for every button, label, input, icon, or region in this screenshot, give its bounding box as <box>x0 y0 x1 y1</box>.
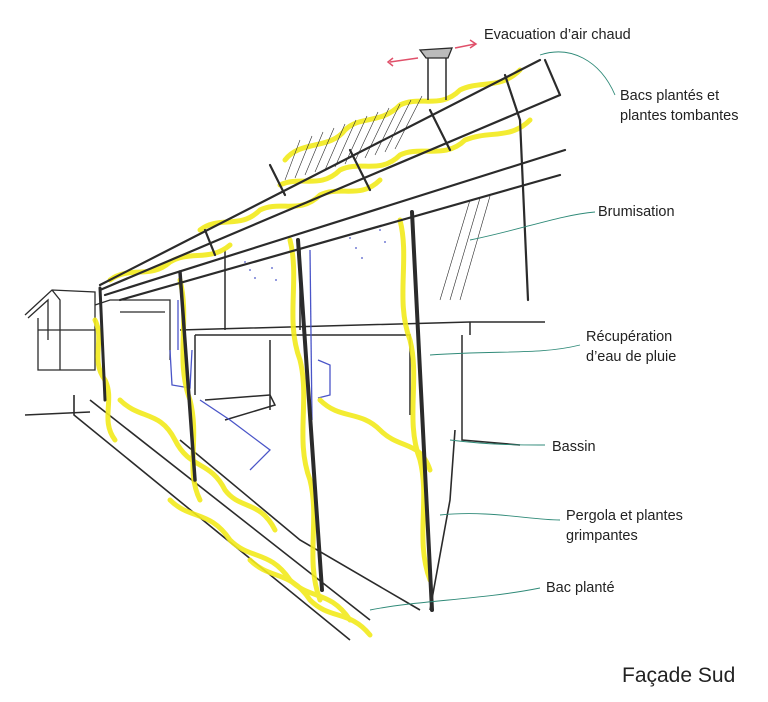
rainwater-basin <box>169 249 331 471</box>
label-recup-line1: Récupération <box>586 329 673 345</box>
label-recup-line2: d’eau de pluie <box>586 349 677 365</box>
back-building <box>179 248 545 446</box>
leader-lines <box>369 51 616 611</box>
roof-hatching <box>284 95 491 301</box>
label-evacuation: Evacuation d’air chaud <box>484 27 631 43</box>
misting-spray <box>244 229 386 281</box>
label-bassin: Bassin <box>552 439 596 455</box>
exhaust-chimney <box>386 39 478 100</box>
drawing-title: Façade Sud <box>622 664 736 687</box>
pergola-structure <box>98 58 567 612</box>
label-bac-plante: Bac planté <box>546 580 615 596</box>
label-brumisation: Brumisation <box>598 204 675 220</box>
label-bacs-line2: plantes tombantes <box>620 108 739 124</box>
background-buildings <box>24 289 171 371</box>
label-bacs-line1: Bacs plantés et <box>620 88 720 104</box>
label-pergola-line1: Pergola et plantes <box>566 508 683 524</box>
ground-lines <box>24 395 456 641</box>
vegetation <box>92 67 533 638</box>
label-pergola-line2: grimpantes <box>566 528 638 544</box>
